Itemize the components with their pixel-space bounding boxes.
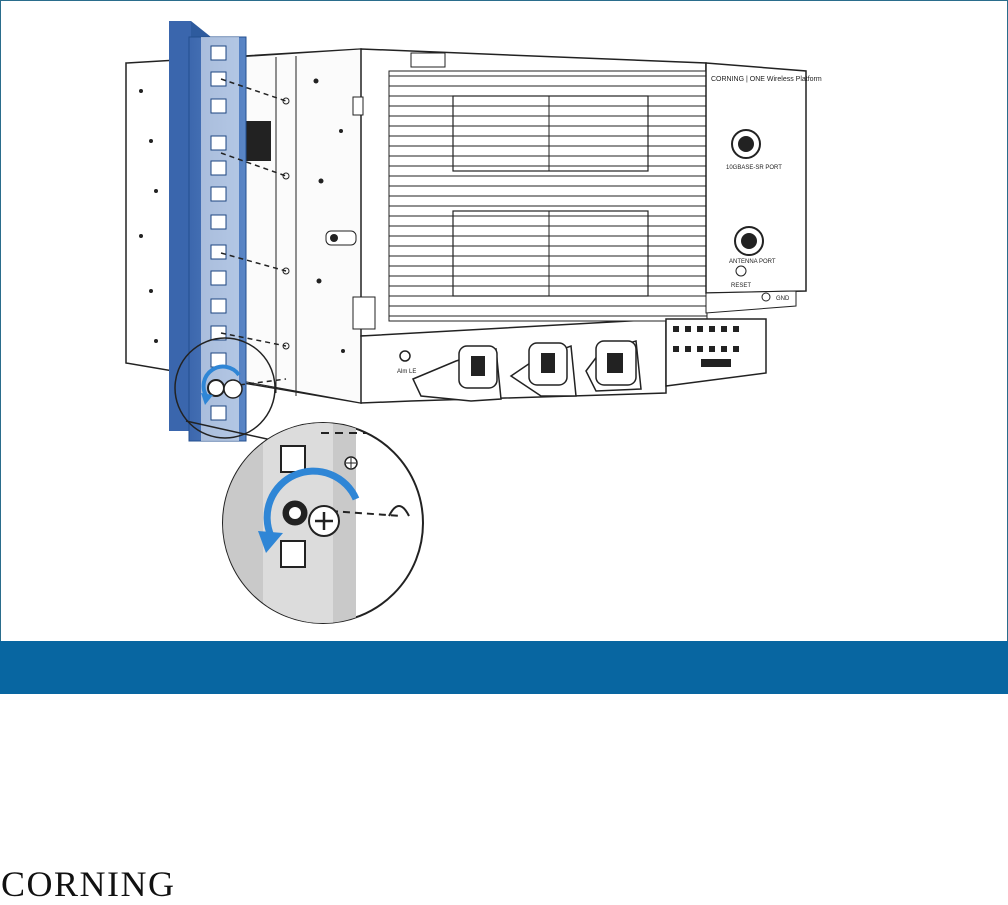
chassis-front: CORNING | ONE Wireless Platform 10GBASE-… <box>353 49 822 403</box>
screw-zoom-detail <box>211 421 423 631</box>
alm-label: Alm LE <box>397 369 416 375</box>
installation-figure: CORNING | ONE Wireless Platform 10GBASE-… <box>0 0 1008 642</box>
port-1-label: 10GBASE-SR PORT <box>726 165 782 171</box>
reset-label: RESET <box>731 283 751 289</box>
corning-logo: CORNING <box>1 866 176 902</box>
port-2-label: ANTENNA PORT <box>729 259 776 265</box>
caption-bar <box>0 641 1008 694</box>
gnd-label: GND <box>776 296 790 302</box>
brand-line-label: CORNING | ONE Wireless Platform <box>711 76 822 83</box>
rack-mount-illustration: CORNING | ONE Wireless Platform 10GBASE-… <box>1 1 1007 642</box>
